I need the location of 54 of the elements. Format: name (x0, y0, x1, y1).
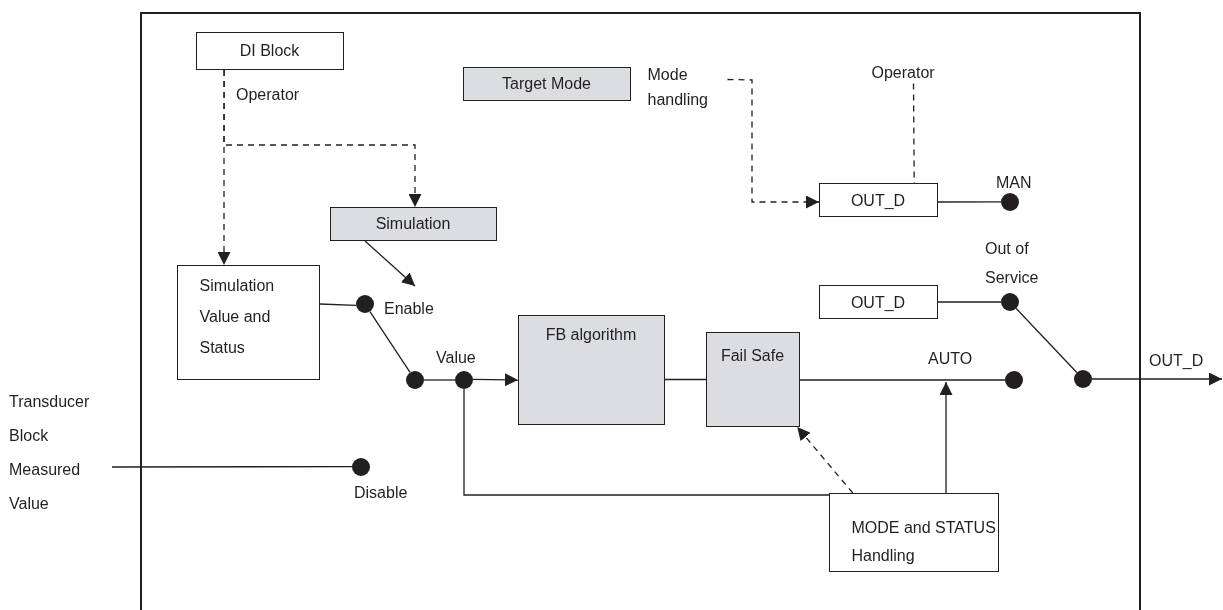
block-label: OUT_D (849, 190, 907, 211)
dashed-arrow (726, 78, 820, 209)
dashed-arrow (796, 426, 854, 494)
signal-label: Transducer Block Measured Value (9, 392, 91, 514)
signal-line (319, 303, 357, 307)
block-frame (140, 12, 1141, 610)
block-box (818, 182, 938, 217)
junction-dot (351, 457, 370, 476)
signal-line (937, 301, 1002, 303)
block-label: OUT_D (849, 292, 907, 313)
junction-dot (454, 370, 473, 389)
signal-line (937, 201, 1002, 203)
function-block (517, 314, 665, 425)
junction-dot (1004, 370, 1023, 389)
signal-label: Mode handling (647, 64, 709, 110)
signal-line (111, 465, 353, 468)
block-label: Simulation Value and Status (198, 275, 276, 358)
signal-arrow (939, 381, 953, 494)
block-label: Simulation (374, 213, 452, 234)
signal-line (799, 379, 1006, 381)
signal-arrow (1091, 372, 1223, 386)
block-label: MODE and STATUS Handling (850, 517, 997, 566)
signal-line (1015, 307, 1078, 374)
dashed-arrow (223, 69, 422, 208)
block-box (195, 31, 344, 70)
signal-label: Out of Service (985, 239, 1040, 288)
signal-arrow (364, 240, 416, 287)
signal-line (664, 378, 707, 381)
signal-line (369, 310, 411, 374)
block-label: DI Block (238, 40, 301, 61)
function-block (462, 66, 631, 101)
signal-line (463, 388, 830, 496)
junction-dot (1000, 192, 1019, 211)
signal-label: Value (436, 348, 477, 368)
junction-dot (1073, 369, 1092, 388)
block-box (818, 284, 938, 319)
function-block (705, 331, 800, 427)
edge-label: OUT_D (1149, 352, 1204, 370)
signal-label: Enable (384, 299, 435, 319)
junction-dot (405, 370, 424, 389)
junction-dot (1000, 292, 1019, 311)
signal-line (423, 379, 456, 381)
block-label: FB algorithm (544, 324, 638, 345)
signal-label: MAN (996, 173, 1033, 193)
signal-label: Disable (354, 483, 409, 503)
block-box (176, 264, 320, 380)
function-block (329, 206, 497, 241)
block-box (828, 492, 999, 572)
signal-arrow (472, 373, 519, 387)
signal-label: Operator (871, 62, 935, 83)
block-label: Fail Safe (719, 345, 786, 366)
junction-dot (355, 294, 374, 313)
block-label: Target Mode (501, 73, 592, 94)
edge-label: Operator (236, 86, 300, 104)
